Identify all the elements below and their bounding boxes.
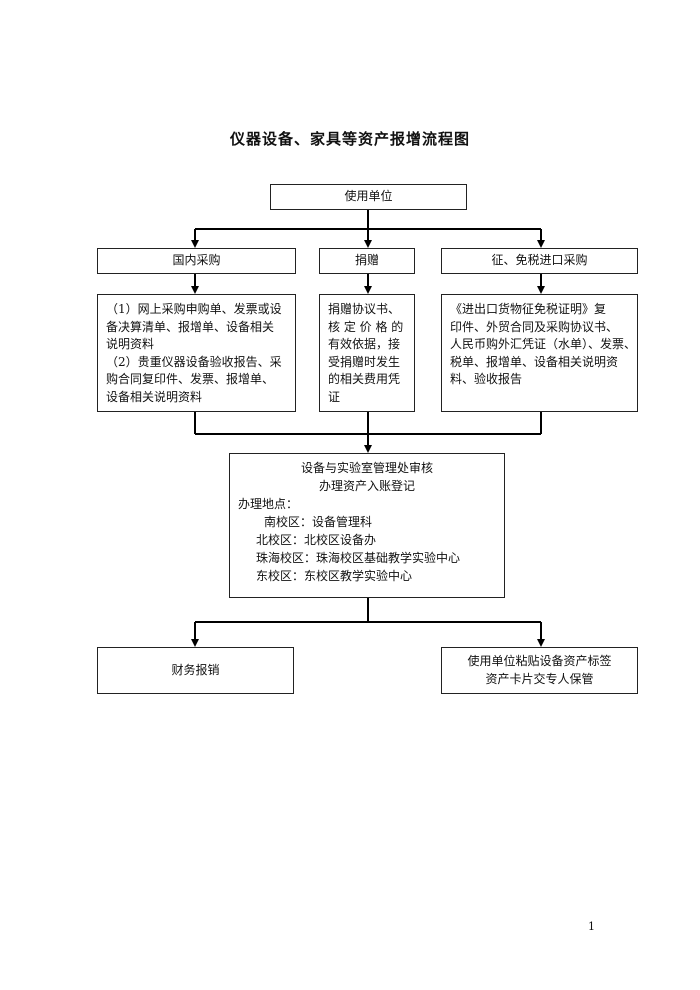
review-location-south: 南校区：设备管理科 — [264, 515, 373, 529]
donation-docs-line: 核 定 价 格 的 — [328, 319, 404, 334]
import-docs-line: 税单、报增单、设备相关说明资 — [450, 354, 619, 369]
domestic-docs-line: （2）贵重仪器设备验收报告、采 — [106, 354, 282, 369]
review-location-north: 北校区：北校区设备办 — [256, 533, 377, 547]
domestic-docs-line: （1）网上采购申购单、发票或设 — [106, 302, 282, 316]
review-title-line2: 办理资产入账登记 — [318, 479, 415, 493]
import-docs-line: 料、验收报告 — [450, 372, 523, 386]
review-location-east: 东校区：东校区教学实验中心 — [256, 569, 413, 583]
node-finance: 财务报销 — [97, 647, 294, 694]
node-label-card: 使用单位粘贴设备资产标签 资产卡片交专人保管 — [441, 647, 638, 694]
domestic-docs-line: 备决算清单、报增单、设备相关 — [106, 319, 275, 334]
node-domestic-docs: （1）网上采购申购单、发票或设 备决算清单、报增单、设备相关 说明资料 （2）贵… — [97, 294, 296, 412]
import-docs-line: 印件、外贸合同及采购协议书、 — [450, 319, 619, 334]
label-card-line: 使用单位粘贴设备资产标签 — [467, 654, 612, 668]
node-unit: 使用单位 — [270, 184, 467, 210]
node-review: 设备与实验室管理处审核 办理资产入账登记 办理地点： 南校区：设备管理科 北校区… — [229, 453, 505, 598]
node-import-docs: 《进出口货物征免税证明》复 印件、外贸合同及采购协议书、 人民币购外汇凭证（水单… — [441, 294, 638, 412]
donation-docs-line: 的相关费用凭 — [328, 372, 401, 386]
domestic-docs-line: 购合同复印件、发票、报增单、 — [106, 372, 275, 386]
node-import-purchase: 征、免税进口采购 — [441, 248, 638, 274]
donation-docs-line: 有效依据，接 — [328, 337, 401, 351]
node-domestic-purchase: 国内采购 — [97, 248, 296, 274]
review-location-label: 办理地点： — [238, 497, 299, 511]
node-donation-docs: 捐赠协议书、 核 定 价 格 的 有效依据，接 受捐赠时发生 的相关费用凭 证 — [319, 294, 415, 412]
donation-docs-line: 捐赠协议书、 — [328, 302, 401, 316]
donation-docs-line: 证 — [328, 389, 341, 404]
review-title-line1: 设备与实验室管理处审核 — [300, 461, 433, 475]
node-donation: 捐赠 — [319, 248, 415, 274]
page-number: 1 — [588, 920, 595, 933]
review-location-zhuhai: 珠海校区：珠海校区基础教学实验中心 — [256, 551, 461, 565]
page-title: 仪器设备、家具等资产报增流程图 — [229, 130, 470, 148]
domestic-docs-line: 设备相关说明资料 — [106, 389, 203, 404]
import-docs-line: 人民币购外汇凭证（水单）、发票、 — [450, 337, 637, 351]
import-docs-line: 《进出口货物征免税证明》复 — [450, 302, 607, 316]
donation-docs-line: 受捐赠时发生 — [328, 354, 401, 369]
label-card-line: 资产卡片交专人保管 — [485, 671, 594, 686]
domestic-docs-line: 说明资料 — [106, 337, 155, 351]
